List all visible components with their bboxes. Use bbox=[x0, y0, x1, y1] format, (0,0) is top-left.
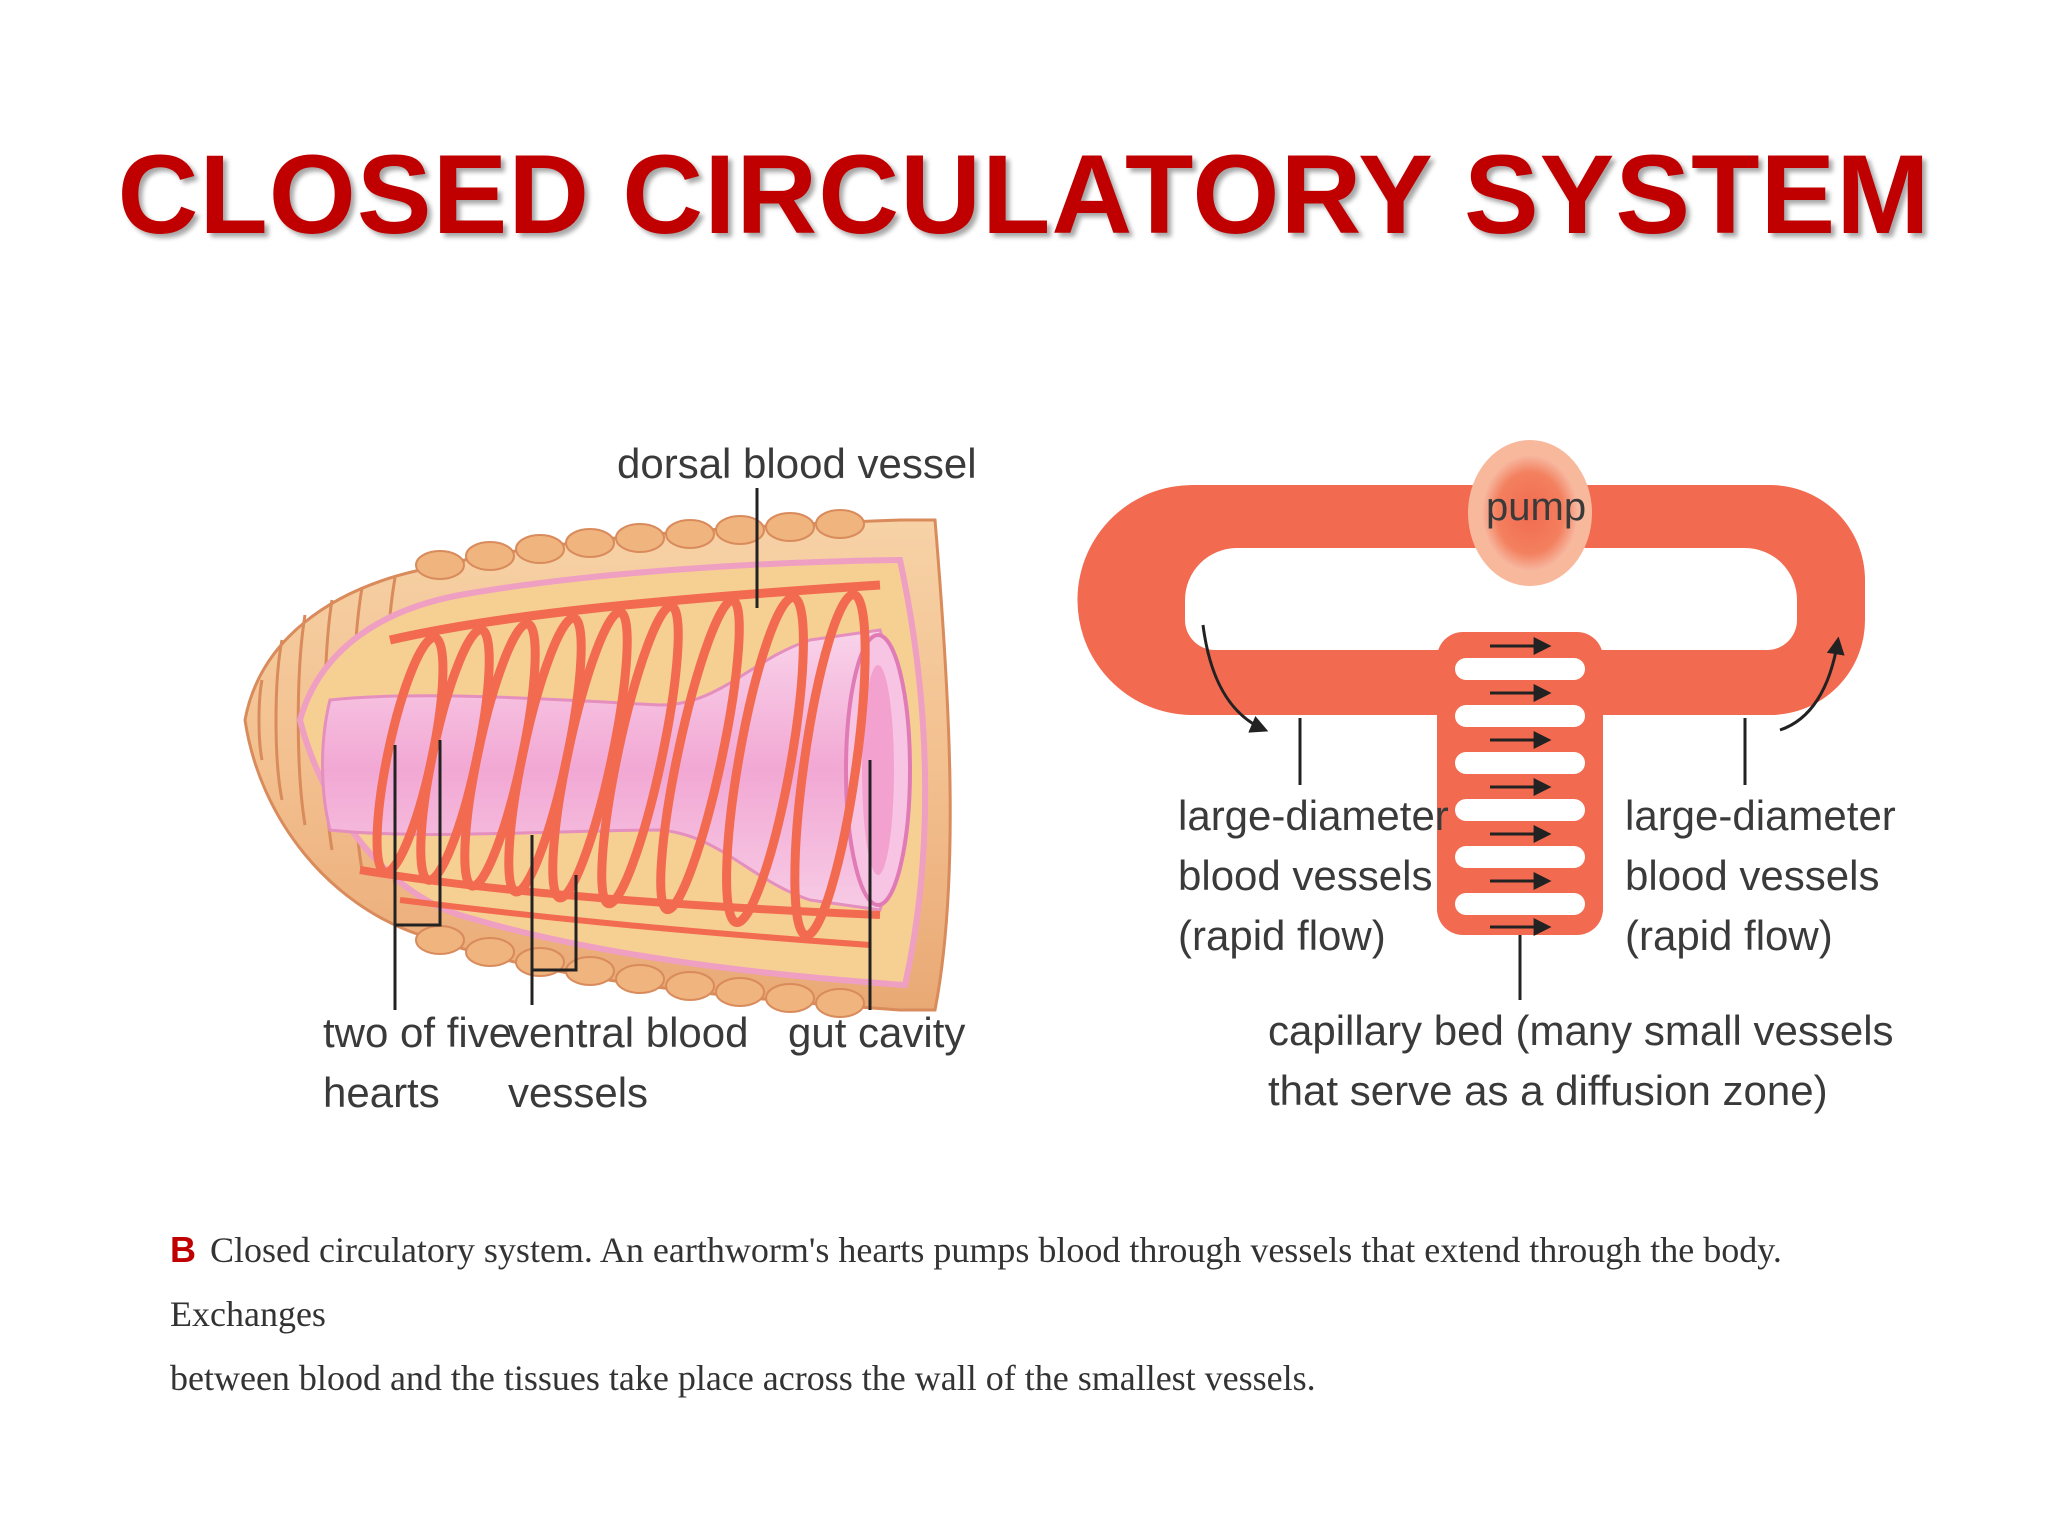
label-capillary-line2: that serve as a diffusion zone) bbox=[1268, 1067, 1828, 1114]
label-dorsal-blood-vessel: dorsal blood vessel bbox=[617, 440, 977, 487]
label-hearts-line1: two of five bbox=[323, 1009, 512, 1056]
label-left-vessels-line1: large-diameter bbox=[1178, 792, 1449, 839]
label-gut-cavity: gut cavity bbox=[788, 1009, 965, 1056]
earthworm-illustration: dorsal blood vessel two of five hearts v… bbox=[243, 440, 977, 1116]
vessel-loop bbox=[1077, 484, 1865, 715]
dorsal-blood-vessel-line bbox=[389, 580, 881, 645]
label-left-vessels-line2: blood vessels bbox=[1178, 852, 1432, 899]
schematic-leader-lines bbox=[1298, 718, 1747, 1000]
caption-line-2: between blood and the tissues take place… bbox=[170, 1358, 1316, 1398]
ventral-vessel-1 bbox=[359, 866, 881, 919]
capillary-gaps bbox=[1455, 658, 1585, 915]
label-pump: pump bbox=[1486, 485, 1586, 529]
pump bbox=[1482, 455, 1578, 571]
label-capillary-line1: capillary bed (many small vessels bbox=[1268, 1007, 1894, 1054]
slide-title: CLOSED CIRCULATORY SYSTEM bbox=[117, 132, 1931, 257]
flow-arrow-right bbox=[1779, 636, 1845, 732]
label-ventral-line1: ventral blood bbox=[508, 1009, 749, 1056]
ventral-vessel-2 bbox=[399, 897, 871, 948]
label-right-vessels-line2: blood vessels bbox=[1625, 852, 1879, 899]
heart-loops bbox=[372, 590, 870, 940]
flow-arrow-left bbox=[1201, 624, 1269, 733]
label-ventral-line2: vessels bbox=[508, 1069, 648, 1116]
label-right-vessels-line1: large-diameter bbox=[1625, 792, 1896, 839]
label-hearts-line2: hearts bbox=[323, 1069, 440, 1116]
worm-leader-lines bbox=[393, 488, 872, 1010]
label-left-vessels-line3: (rapid flow) bbox=[1178, 912, 1386, 959]
capillary-flow-arrows bbox=[1490, 637, 1552, 936]
caption-text-1: Closed circulatory system. An earthworm'… bbox=[170, 1230, 1782, 1334]
worm-scallops bbox=[415, 509, 865, 1018]
label-right-vessels-line3: (rapid flow) bbox=[1625, 912, 1833, 959]
caption-letter: B bbox=[170, 1229, 196, 1270]
circulation-schematic: pump large-diameter bbox=[1077, 440, 1896, 1114]
